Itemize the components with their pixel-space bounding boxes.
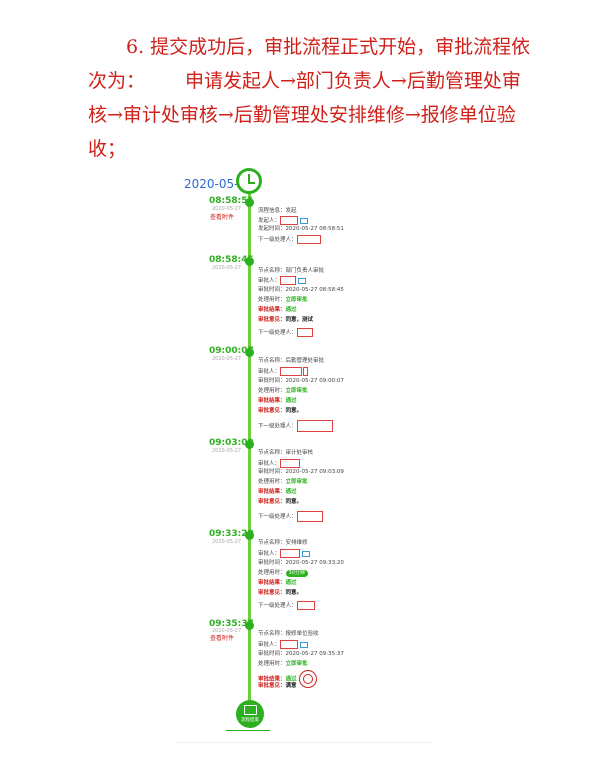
entry-row: 处理用时：立即审批: [258, 388, 308, 394]
entry-row: 处理用时：立即审批: [258, 297, 308, 303]
entry-row: 审批意见：同意。: [258, 590, 303, 596]
clock-icon: [236, 168, 262, 194]
entry-row: 审批结果：通过: [258, 398, 297, 404]
monitor-icon: [300, 217, 309, 224]
paragraph-line-3: 核→审计处审核→后勤管理处安排维修→报修单位验: [88, 104, 516, 126]
monitor-icon: [298, 277, 307, 284]
redacted-box: [296, 235, 321, 244]
entry-row: 审批时间：2020-05-27 09:00:07: [258, 378, 344, 384]
entry-row: 下一级处理人：: [258, 235, 321, 244]
redacted-box: [280, 459, 301, 468]
entry-time: 08:58:45: [209, 255, 254, 265]
entry-date: 2020-05-27: [212, 265, 242, 271]
timeline-dot: [245, 621, 254, 630]
entry-row: 审批时间：2020-05-27 08:58:45: [258, 287, 344, 293]
entry-row: 审批意见：同意。: [258, 408, 303, 414]
entry-row: 审批意见：同意。: [258, 499, 303, 505]
entry-row: 审批结果：通过: [258, 489, 297, 495]
entry-row: 节点名称：安排维修: [258, 540, 308, 546]
paragraph-line-1: 6. 提交成功后，审批流程正式开始，审批流程依: [126, 36, 531, 58]
entry-row: 处理用时：立即审批: [258, 479, 308, 485]
redacted-box: [296, 601, 315, 610]
entry-row: 审批时间：2020-05-27 09:35:37: [258, 651, 344, 657]
entry-row: 处理用时：立即审批: [258, 661, 308, 667]
instruction-paragraph: 6. 提交成功后，审批流程正式开始，审批流程依 次为：申请发起人→部门负责人→后…: [88, 30, 548, 166]
redacted-box: [280, 276, 297, 285]
entry-row: 处理用时：30分钟: [258, 569, 308, 578]
entry-date: 2020-05-27: [212, 628, 242, 634]
paragraph-line-4: 收；: [88, 138, 127, 160]
timeline-dot: [245, 257, 254, 266]
redacted-box: [296, 420, 333, 432]
entry-row: 下一级处理人：: [258, 328, 313, 337]
entry-row: 流程信息：发起: [258, 208, 297, 214]
entry-row: 下一级处理人：: [258, 420, 333, 432]
duration-badge: 30分钟: [285, 570, 308, 577]
process-end-node: 流程结束: [236, 700, 264, 728]
redacted-box: [280, 640, 299, 649]
entry-row: 审批时间：2020-05-27 09:03:09: [258, 469, 344, 475]
entry-time: 09:33:20: [209, 529, 254, 539]
entry-row: 审批意见：满意: [258, 683, 297, 689]
paragraph-line-2: 次为：申请发起人→部门负责人→后勤管理处审: [88, 70, 521, 92]
entry-row: 审批时间：2020-05-27 09:33:20: [258, 560, 344, 566]
entry-row: 审批人：: [258, 459, 301, 468]
view-attachment-link[interactable]: 查看附件: [210, 635, 235, 642]
entry-row: 下一级处理人：: [258, 601, 315, 610]
redacted-box: [280, 216, 299, 225]
entry-row: 节点名称：报修单位验收: [258, 631, 319, 637]
redacted-box: [280, 549, 301, 558]
entry-row: 审批人：: [258, 367, 309, 376]
entry-row: 发起人：: [258, 216, 309, 225]
timeline-dot: [245, 198, 254, 207]
view-attachment-link[interactable]: 查看附件: [210, 214, 235, 221]
entry-row: 节点名称：审计处审核: [258, 450, 314, 456]
entry-row: 审批结果：通过: [258, 670, 317, 688]
entry-time: 08:58:51: [209, 196, 254, 206]
entry-time: 09:00:07: [209, 346, 254, 356]
entry-row: 发起时间：2020-05-27 08:58:51: [258, 226, 344, 232]
end-underline: [226, 730, 270, 731]
entry-row: 审批人：: [258, 276, 307, 285]
entry-date: 2020-05-27: [212, 206, 242, 212]
approval-timeline: 2020-05-27 08:58:51 2020-05-27 查看附件 流程信息…: [176, 168, 432, 748]
screen-icon: [244, 705, 257, 715]
entry-row: 下一级处理人：: [258, 511, 323, 522]
timeline-dot: [245, 348, 254, 357]
entry-time: 09:35:37: [209, 619, 254, 629]
redacted-box: [303, 367, 309, 376]
entry-row: 审批结果：通过: [258, 307, 297, 313]
entry-row: 审批结果：通过: [258, 580, 297, 586]
monitor-icon: [302, 550, 311, 557]
entry-time: 09:03:09: [209, 438, 254, 448]
entry-row: 审批人：: [258, 640, 309, 649]
end-label: 流程结束: [241, 718, 259, 723]
entry-date: 2020-05-27: [212, 539, 242, 545]
entry-row: 审批人：: [258, 549, 311, 558]
entry-date: 2020-05-27: [212, 356, 242, 362]
timeline-dot: [245, 440, 254, 449]
redacted-box: [296, 511, 323, 522]
bottom-divider: [176, 742, 432, 743]
redacted-box: [280, 367, 303, 376]
redacted-box: [296, 328, 313, 337]
timeline-dot: [245, 531, 254, 540]
entry-row: 节点名称：后勤管理处审批: [258, 358, 325, 364]
stamp-seal-icon: [298, 670, 317, 688]
entry-row: 审批意见：同意，测试: [258, 317, 314, 323]
entry-row: 节点名称：部门负责人审批: [258, 268, 325, 274]
entry-date: 2020-05-27: [212, 448, 242, 454]
monitor-icon: [300, 641, 309, 648]
